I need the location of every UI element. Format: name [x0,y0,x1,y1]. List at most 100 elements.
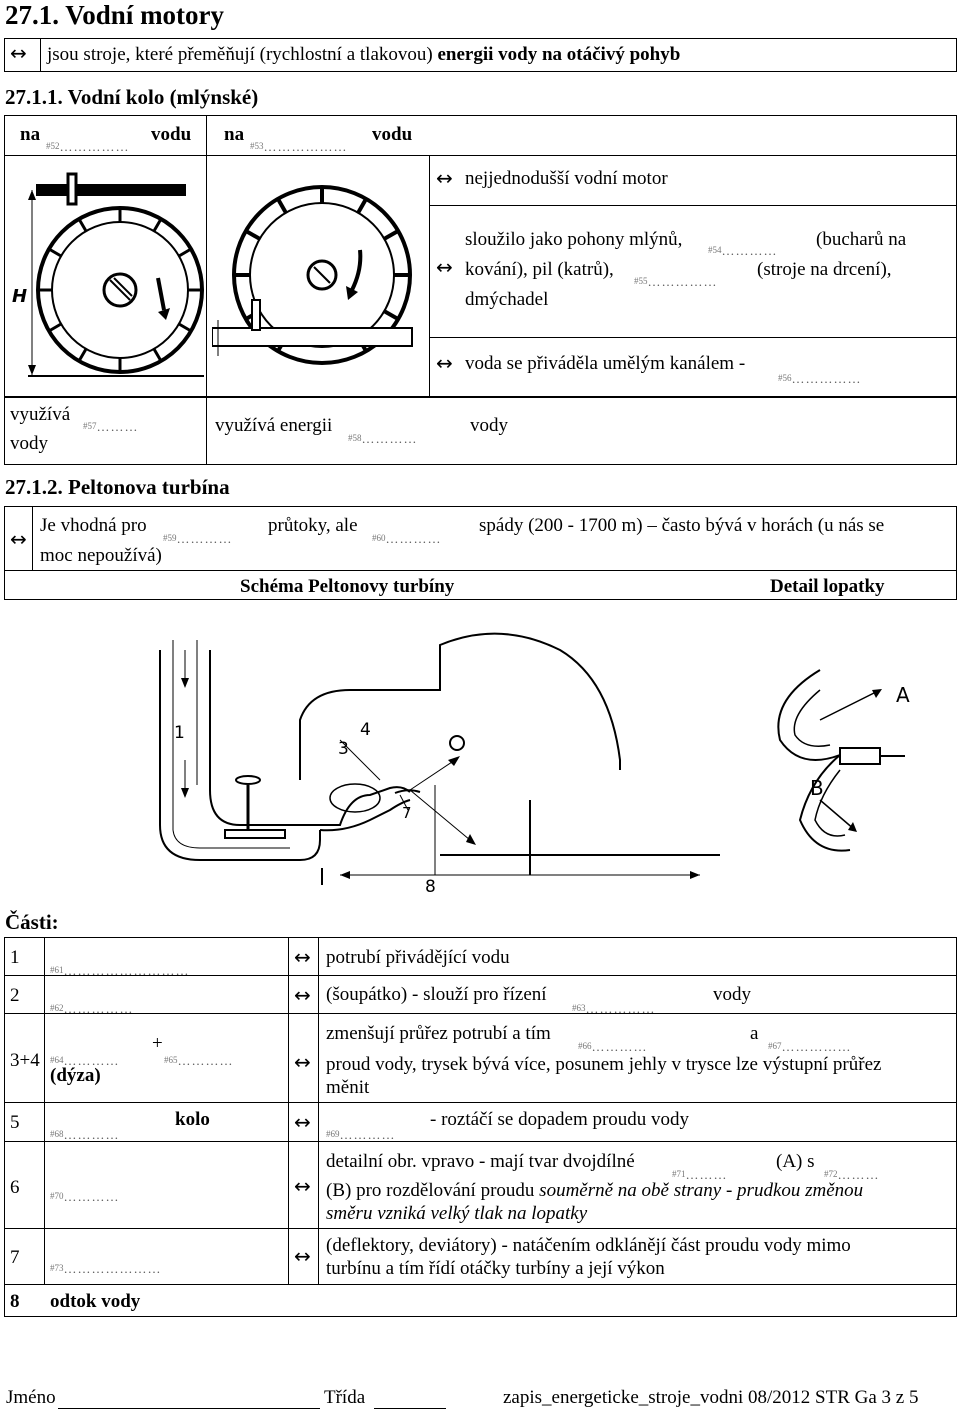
part-kolo: kolo [175,1109,210,1130]
arrow-icon: ↔ [294,1244,311,1268]
blank-71: #71……… [672,1167,728,1182]
part-desc-1: potrubí přivádějící vodu [326,947,510,968]
blank-55: #55…………… [634,274,718,289]
section-title: 27.1. Vodní motory [5,0,225,30]
arrow-icon: ↔ [294,945,311,969]
arrow-icon: ↔ [10,527,27,551]
blank-54: #54………… [708,243,778,258]
part-desc-6b-plain: (B) pro rozdělování proudu [326,1180,540,1201]
fig-label-7: 7 [402,804,412,822]
waterwheel-uses-box [4,397,957,465]
note-uses-line1: sloužilo jako pohony mlýnů, [465,229,683,250]
footer-doc: zapis_energeticke_stroje_vodni 08/2012 S… [503,1387,919,1408]
part-desc-6a: detailní obr. vpravo - mají tvar dvojdíl… [326,1151,635,1172]
part-num-6: 6 [10,1177,20,1198]
scheme-title: Schéma Peltonovy turbíny [240,576,455,597]
waterwheel-box [4,115,957,397]
arrow-icon: ↔ [294,1050,311,1074]
footer-class-label: Třída [324,1387,366,1408]
part-desc-6b-italic: souměrně na obě strany - prudkou změnou [539,1180,864,1201]
part-desc-3mid: a [750,1023,759,1044]
note-uses-line2: kování), pil (katrů), [465,259,614,280]
blank-52: #52…………… [46,139,130,154]
detail-label-b: B [810,776,824,800]
blank-70: #70………… [50,1189,120,1204]
part-num-3-4: 3+4 [10,1050,40,1071]
arrow-icon: ↔ [436,351,453,375]
note-uses-line2b: (stroje na drcení), [757,259,892,280]
intro-box [4,38,957,72]
part-desc-7a: (deflektory, deviátory) - natáčením odkl… [326,1235,851,1256]
undershot-wheel-figure [212,185,413,365]
wheel-right-label-a: na [224,124,245,145]
pelton-t1: Je vhodná pro [40,515,147,536]
blank-72: #72……… [824,1167,880,1182]
h-label: H [12,286,27,307]
blank-56: #56…………… [778,371,862,386]
overshot-wheel-figure: H [12,172,204,377]
blank-66: #66………… [578,1039,648,1054]
fig-label-3: 3 [338,739,349,759]
note-uses-line3: dmýchadel [465,289,549,310]
note-simplest-motor: nejjednodušší vodní motor [465,168,668,189]
blank-67: #67…………… [768,1039,852,1054]
intro-text-plain: jsou stroje, které přeměňují (rychlostní… [47,44,438,65]
blank-59: #59………… [163,531,233,546]
part-desc-2a: (šoupátko) - slouží pro řízení [326,984,547,1005]
blank-57: #57……… [83,419,139,434]
part-desc-5: - roztáčí se dopadem proudu vody [430,1109,690,1130]
parts-title: Části: [5,910,59,934]
part-sub-dyza: (dýza) [50,1065,101,1086]
arrow-icon: ↔ [294,1174,311,1198]
part-desc-6b: (B) pro rozdělování proudu souměrně na o… [326,1179,863,1202]
pelton-t2: průtoky, ale [268,515,358,536]
blank-53: #53……………… [250,139,348,154]
arrow-icon: ↔ [436,166,453,190]
note-channel: voda se přiváděla umělým kanálem - [465,353,746,374]
bucket-detail: A B [777,669,910,852]
footer-class: Třída [324,1387,365,1409]
parts-table [4,937,957,1317]
pelton-box [4,506,957,600]
footer-name: Jméno [6,1387,56,1409]
note-uses-line1b: (bucharů na [816,229,907,250]
pelton-t3: spády (200 - 1700 m) – často bývá v horá… [479,515,885,536]
wheel-left-label-b: vodu [151,124,192,145]
part-desc-3c: měnit [326,1077,370,1098]
fig-label-1: 1 [174,723,185,743]
blank-68: #68………… [50,1127,120,1142]
uses-right-b: vody [470,415,508,436]
uses-left-b: vody [10,433,48,454]
part-plus: + [152,1033,163,1054]
wheel-left-label-a: na [20,124,41,145]
blank-58: #58………… [348,431,418,446]
part-num-8: 8 [10,1291,20,1312]
uses-left-a: využívá [10,404,71,425]
subsection-1-title: 27.1.1. Vodní kolo (mlýnské) [5,85,259,109]
part-num-1: 1 [10,947,20,968]
part-desc-3b: proud vody, trysek bývá více, posunem je… [326,1054,882,1075]
arrow-icon: ↔ [436,255,453,279]
fig-label-8: 8 [425,877,436,897]
part-num-2: 2 [10,985,20,1006]
blank-65: #65………… [164,1053,234,1068]
pelton-scheme-figure: 1 3 4 7 8 A B [159,632,910,897]
blank-61: #61……………………… [50,963,190,978]
part-desc-2b: vody [713,984,751,1005]
blank-69: #69………… [326,1127,396,1142]
blank-60: #60………… [372,531,442,546]
part-desc-6mid: (A) s [776,1151,815,1172]
part-num-7: 7 [10,1247,20,1268]
intro-text: jsou stroje, které přeměňují (rychlostní… [47,43,680,66]
wheel-right-label-b: vodu [372,124,413,145]
arrow-icon: ↔ [294,1110,311,1134]
detail-title: Detail lopatky [770,576,885,597]
uses-right-a: využívá energii [215,415,333,436]
part-num-5: 5 [10,1112,20,1133]
detail-label-a: A [896,683,910,707]
subsection-2-title: 27.1.2. Peltonova turbína [5,475,230,499]
intro-text-bold: energii vody na otáčivý pohyb [437,44,681,65]
part-desc-6c: směru vzniká velký tlak na lopatky [326,1203,588,1224]
pelton-t4: moc nepoužívá) [40,545,162,566]
part-desc-3a: zmenšují průřez potrubí a tím [326,1023,551,1044]
